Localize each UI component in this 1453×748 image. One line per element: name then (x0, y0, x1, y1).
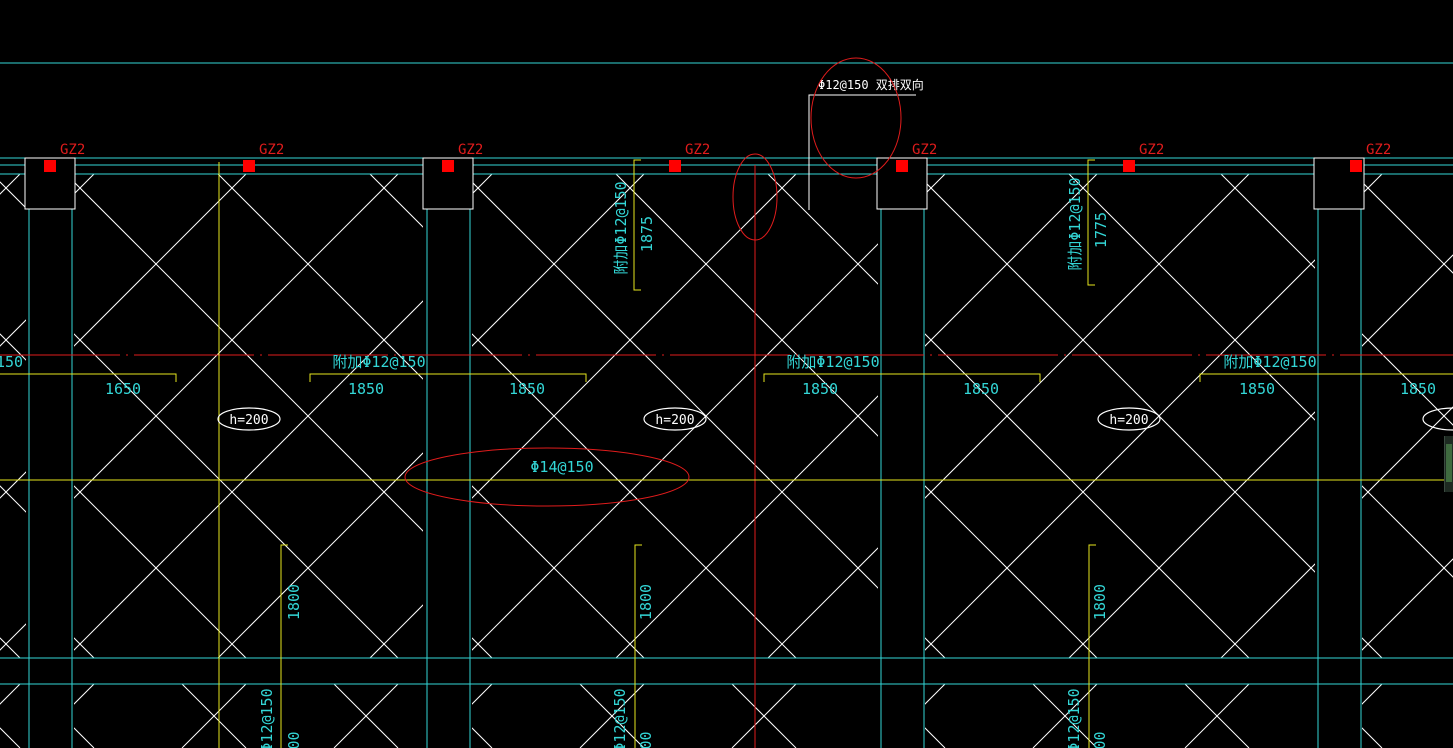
column-tag: GZ2 (1366, 142, 1391, 158)
scrollbar-thumb[interactable] (1446, 444, 1452, 482)
column-marker (896, 160, 908, 172)
column-marker (44, 160, 56, 172)
column-tag: GZ2 (685, 142, 710, 158)
vertical-rebar-label: 附加Φ12@150 (612, 181, 630, 274)
vertical-length-partial: 800 (1091, 731, 1109, 748)
top-note-leader (808, 94, 916, 210)
vertical-length-1800: 1800 (285, 584, 303, 620)
vertical-rebar-label: 附加Φ12@150 (1066, 177, 1084, 270)
rebar-lines (0, 159, 1453, 748)
vertical-scrollbar[interactable] (1444, 436, 1453, 492)
slab-rebar-label: Φ14@150 (530, 458, 593, 476)
vertical-length-1775: 1775 (1092, 212, 1110, 248)
additional-rebar-label: 附加Φ12@150 (786, 353, 879, 371)
vertical-rebar-label-partial: Φ12@150 (1065, 688, 1083, 748)
vertical-length-1800: 1800 (1091, 584, 1109, 620)
review-markup-circles (404, 57, 902, 507)
length-label-1850: 1850 (348, 380, 384, 398)
top-note: Φ12@150 双排双向 (818, 77, 924, 92)
slab-thickness-label: h=200 (655, 413, 694, 428)
column-marker (1123, 160, 1135, 172)
additional-rebar-label: 附加Φ12@150 (1223, 353, 1316, 371)
length-label-1650: 1650 (105, 380, 141, 398)
column-boxes (24, 157, 1365, 210)
axis-lines (0, 165, 1453, 748)
slab-thickness-bubbles (217, 407, 1453, 431)
length-label-1850: 1850 (1400, 380, 1436, 398)
length-label-1850: 1850 (1239, 380, 1275, 398)
column-tag: GZ2 (60, 142, 85, 158)
slab-thickness-label: h=200 (1109, 413, 1148, 428)
slab-hatch-lines (0, 174, 1453, 748)
column-tag: GZ2 (912, 142, 937, 158)
length-label-1850: 1850 (802, 380, 838, 398)
column-marker (1350, 160, 1362, 172)
column-markers: GZ2 GZ2 GZ2 GZ2 GZ2 GZ2 GZ2 (44, 142, 1391, 172)
vertical-length-1875: 1875 (638, 216, 656, 252)
column-tag: GZ2 (458, 142, 483, 158)
structural-outline (0, 62, 1453, 748)
vertical-rebar-label-partial: Φ12@150 (611, 688, 629, 748)
left-edge-partial-label: 150 (0, 353, 23, 371)
length-label-1850: 1850 (509, 380, 545, 398)
vertical-length-partial: 800 (285, 731, 303, 748)
vertical-length-partial: 800 (637, 731, 655, 748)
vertical-rebar-label-partial: Φ12@150 (258, 688, 276, 748)
vertical-length-1800: 1800 (637, 584, 655, 620)
slab-thickness-label: h=200 (229, 413, 268, 428)
column-tag: GZ2 (1139, 142, 1164, 158)
column-marker (442, 160, 454, 172)
column-tag: GZ2 (259, 142, 284, 158)
additional-rebar-label: 附加Φ12@150 (332, 353, 425, 371)
length-label-1850: 1850 (963, 380, 999, 398)
column-marker (243, 160, 255, 172)
column-marker (669, 160, 681, 172)
